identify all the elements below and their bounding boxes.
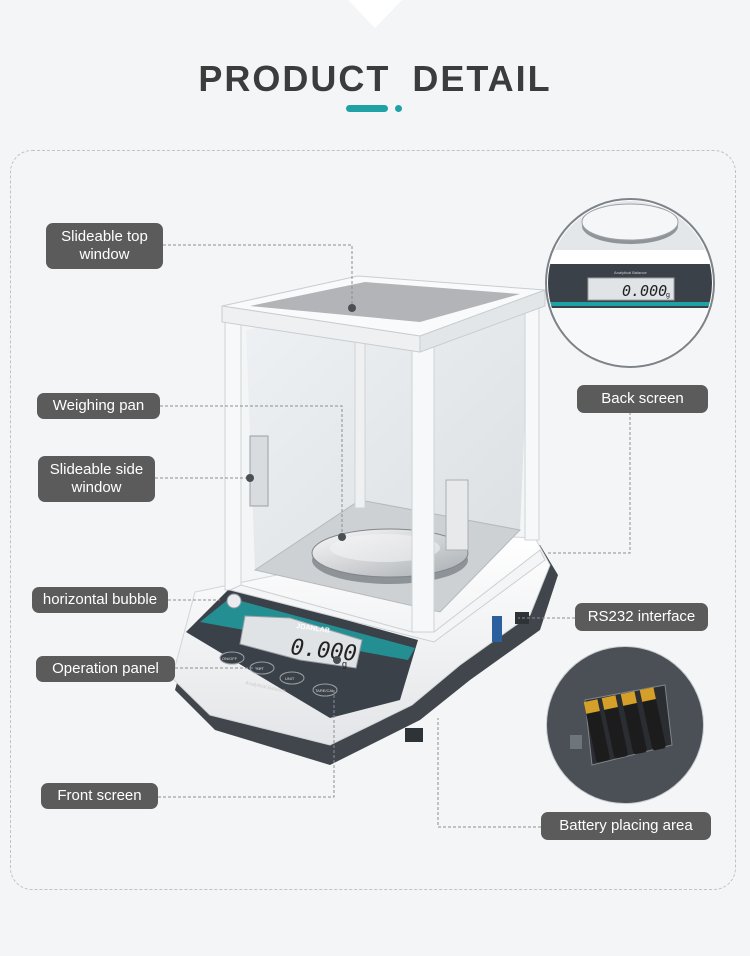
- bubble-level: [226, 593, 242, 609]
- title-underline-bar: [346, 105, 388, 112]
- onoff-button-label: ON/OFF: [222, 656, 238, 661]
- front-screen-lcd: [239, 615, 363, 669]
- rs232-port: [492, 616, 502, 642]
- side-window-handle: [249, 435, 269, 507]
- back-panel-caption: Analytical Balance: [614, 270, 647, 275]
- label-back-screen: Back screen: [577, 385, 708, 413]
- label-front-screen: Front screen: [41, 783, 158, 809]
- label-rs232-interface: RS232 interface: [575, 603, 708, 631]
- title-underline-dot: [395, 105, 402, 112]
- leader-dots: [246, 304, 356, 664]
- label-slideable-side-window: Slideable side window: [38, 456, 155, 502]
- label-weighing-pan: Weighing pan: [37, 393, 160, 419]
- unit-button-label: UNIT: [285, 676, 295, 681]
- detail-frame: [10, 150, 736, 890]
- label-operation-panel: Operation panel: [36, 656, 175, 682]
- back-display-unit: g: [666, 292, 670, 299]
- draft-shield: [221, 275, 546, 643]
- label-horizontal-bubble: horizontal bubble: [32, 587, 168, 613]
- battery-cells: [583, 687, 666, 763]
- back-screen-inset: 0.000 g Analytical Balance: [545, 198, 715, 368]
- page-title: PRODUCT DETAIL: [198, 58, 552, 99]
- battery-inset: [546, 646, 704, 804]
- front-display-unit: g: [342, 659, 347, 669]
- top-window-glass: [250, 282, 520, 322]
- tarecal-button-label: TARE/CAL: [315, 688, 335, 693]
- brand-logo: JOANLAB: [296, 623, 330, 635]
- label-battery-placing-area: Battery placing area: [541, 812, 711, 840]
- operation-buttons: [219, 651, 338, 697]
- back-display-value: 0.000: [622, 282, 667, 300]
- label-slideable-top-window: Slideable top window: [46, 223, 163, 269]
- leader-lines: [155, 244, 631, 828]
